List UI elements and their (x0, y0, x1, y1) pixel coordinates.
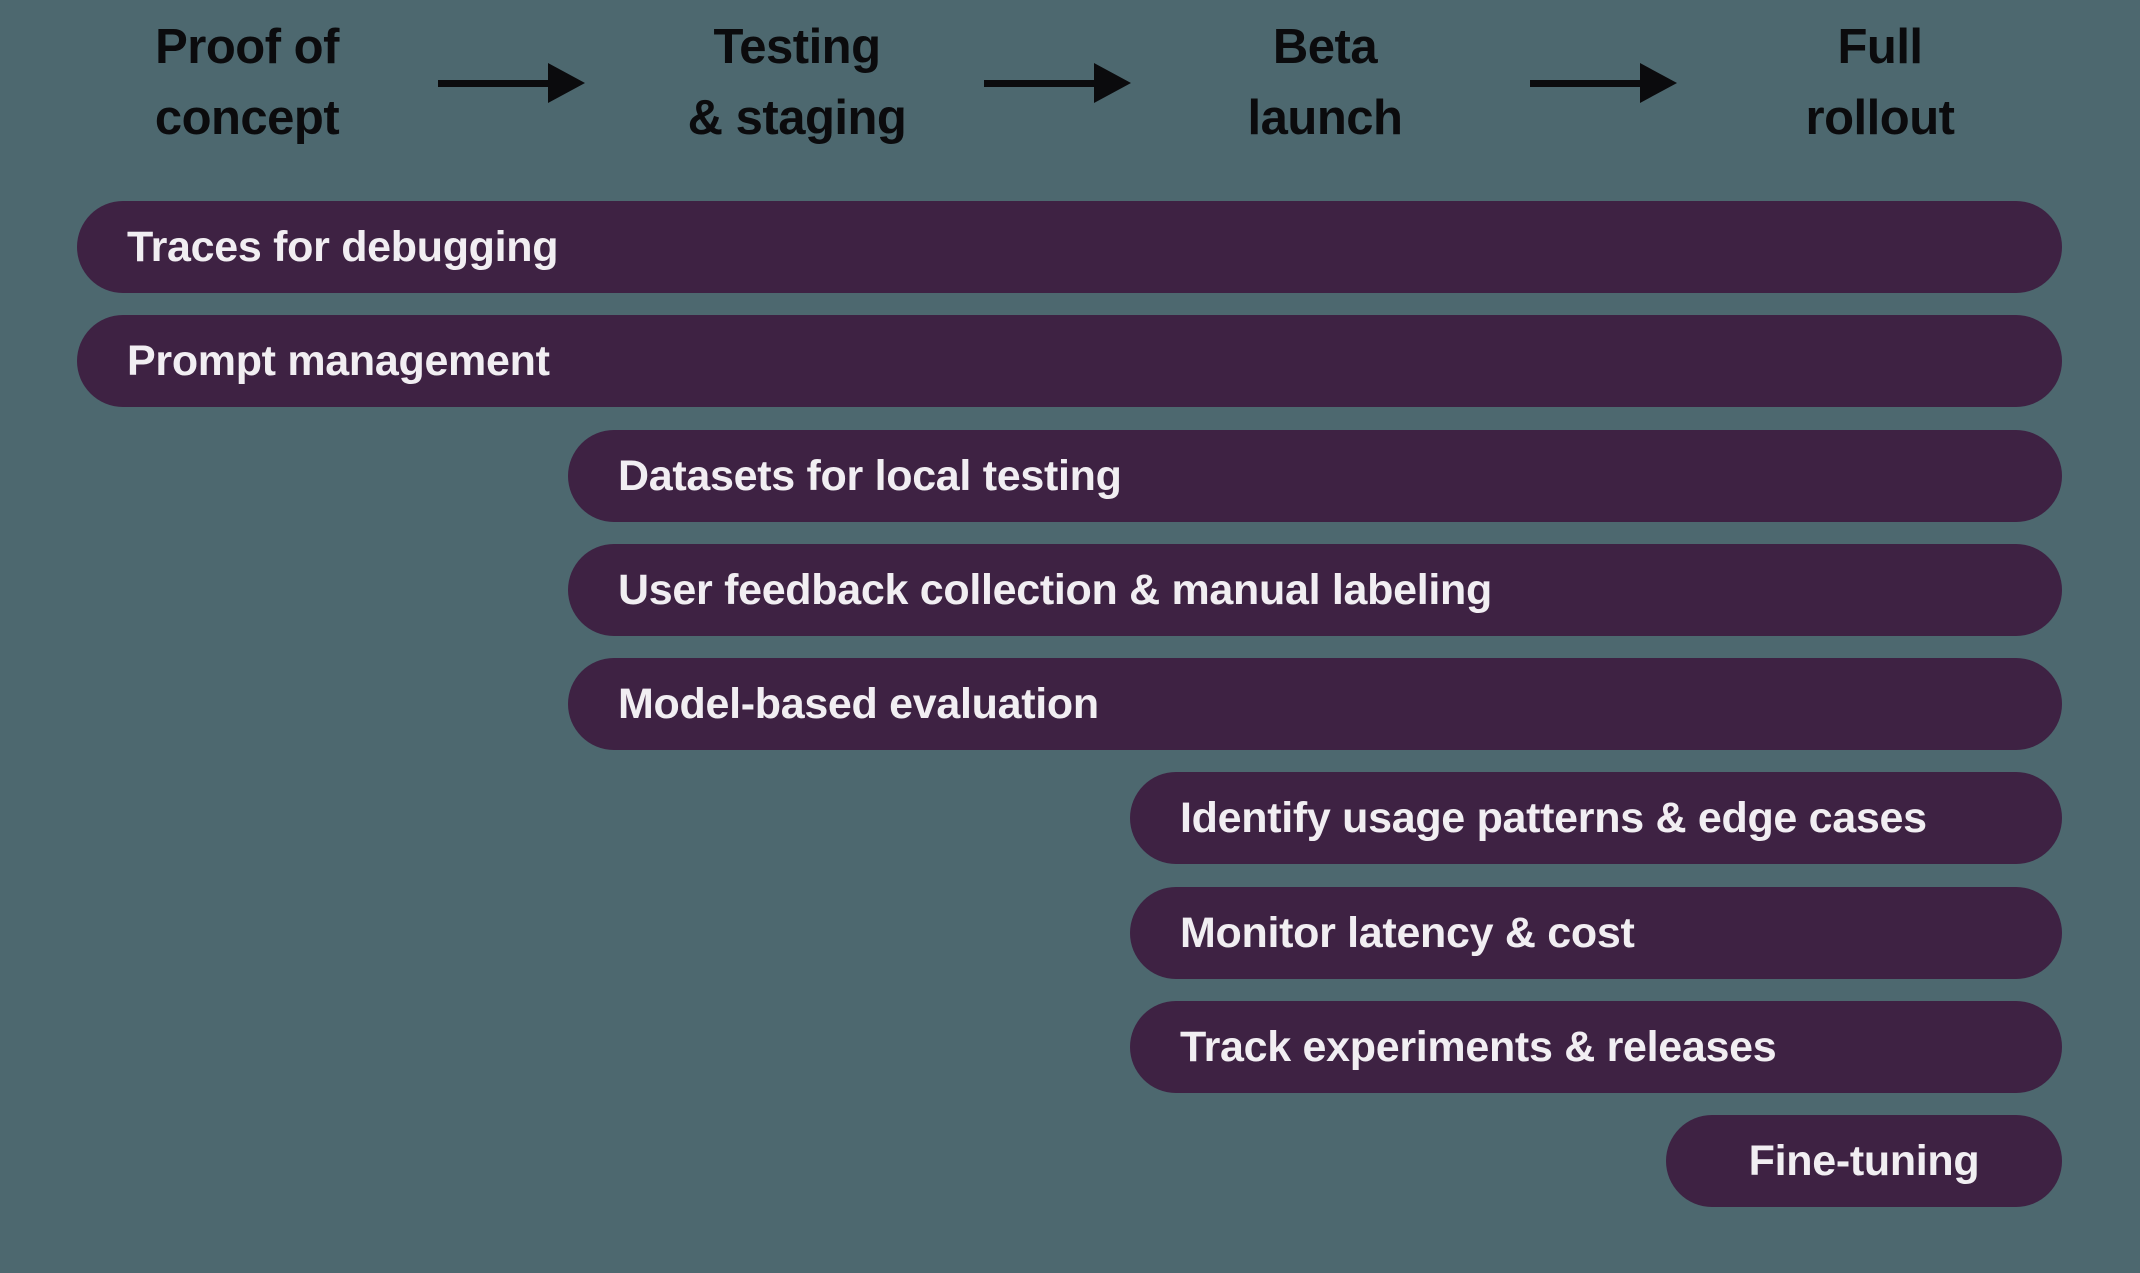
phase-label-testing-staging: Testing & staging (567, 12, 1027, 154)
phase-label-line: rollout (1805, 91, 1955, 145)
phase-label-line: concept (154, 91, 340, 145)
phase-label-beta-launch: Beta launch (1095, 12, 1555, 154)
phase-label-line: Beta (1272, 20, 1378, 74)
bar-model-based-evaluation: Model-based evaluation (568, 658, 2062, 750)
phase-label-full-rollout: Full rollout (1650, 12, 2110, 154)
phase-label-proof-of-concept: Proof of concept (17, 12, 477, 154)
bar-datasets-for-local-testing: Datasets for local testing (568, 430, 2062, 522)
bar-track-experiments-releases: Track experiments & releases (1130, 1001, 2062, 1093)
right-arrow-icon (438, 63, 585, 103)
right-arrow-icon (984, 63, 1131, 103)
bar-monitor-latency-cost: Monitor latency & cost (1130, 887, 2062, 979)
right-arrow-icon (1530, 63, 1677, 103)
bar-label: Monitor latency & cost (1180, 908, 1635, 957)
phase-label-line: Proof of (155, 20, 339, 74)
bar-label: Datasets for local testing (618, 451, 1122, 500)
bar-identify-usage-patterns: Identify usage patterns & edge cases (1130, 772, 2062, 864)
bar-label: Track experiments & releases (1180, 1022, 1777, 1071)
bar-label: User feedback collection & manual labeli… (618, 565, 1492, 614)
bar-prompt-management: Prompt management (77, 315, 2062, 407)
bar-fine-tuning: Fine-tuning (1666, 1115, 2062, 1207)
bar-label: Traces for debugging (127, 222, 559, 271)
bar-label: Identify usage patterns & edge cases (1180, 793, 1927, 842)
phase-label-line: Full (1837, 20, 1923, 74)
bar-user-feedback-collection: User feedback collection & manual labeli… (568, 544, 2062, 636)
phase-label-line: launch (1247, 91, 1403, 145)
bar-traces-for-debugging: Traces for debugging (77, 201, 2062, 293)
bar-label: Fine-tuning (1748, 1136, 1980, 1185)
phase-label-line: Testing (713, 20, 881, 74)
bar-label: Model-based evaluation (618, 679, 1099, 728)
phase-label-line: & staging (687, 91, 907, 145)
bar-label: Prompt management (127, 336, 550, 385)
